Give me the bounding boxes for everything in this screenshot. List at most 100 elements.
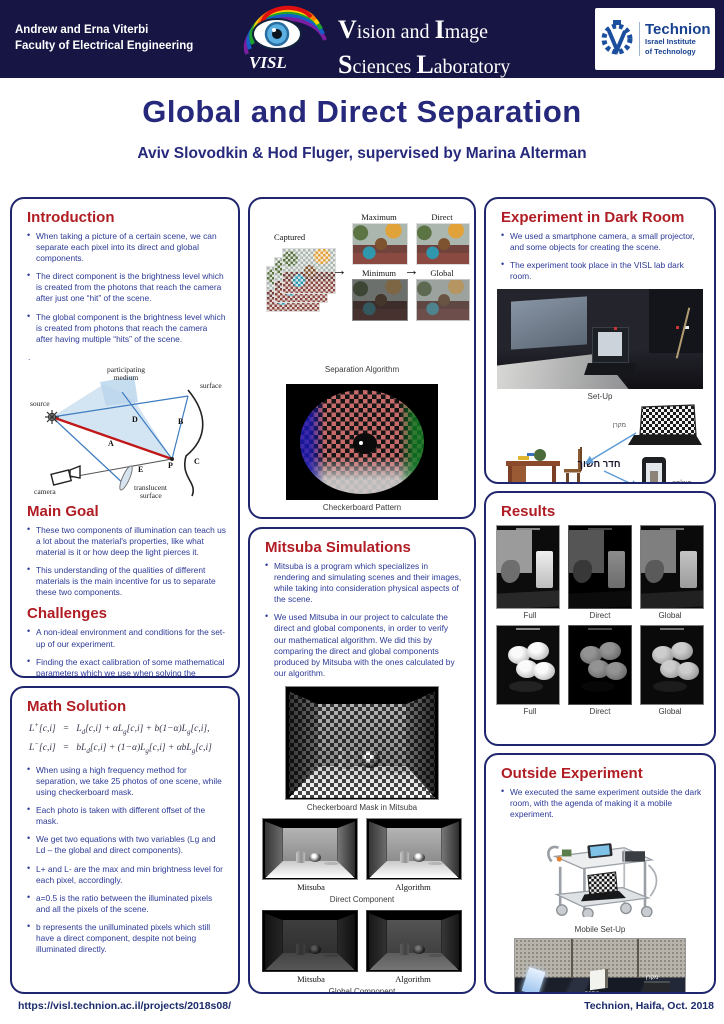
setup-illustration: אובייקטים חדר חשוך מקרן מצלמה (506, 404, 702, 482)
bullet: L+ and L- are the max and min brightness… (27, 863, 226, 886)
result-label: Full (523, 707, 537, 716)
equation-line2: L−[c,i] = bLd[c,i] + (1−α)Lg[c,i] + αbLg… (29, 739, 212, 755)
captured-label: Captured (274, 232, 306, 242)
introduction-heading: Introduction (27, 209, 115, 226)
trailing-dot: . (28, 351, 31, 362)
affiliation-text: Andrew and Erna Viterbi Faculty of Elect… (15, 22, 193, 54)
technion-sub2: of Technology (645, 46, 696, 56)
camera-icon (50, 464, 81, 486)
laptop-screen (591, 327, 629, 364)
bullet: The global component is the brightness l… (27, 311, 226, 345)
maximum-image (352, 223, 408, 265)
math-equations: L+[c,i] = Ld[c,i] + αLg[c,i] + b(1−α)Lg[… (29, 720, 228, 758)
mitsuba-label: Mitsuba (297, 973, 325, 984)
mask-label: מסכה (585, 991, 600, 992)
mask-card (589, 969, 609, 991)
result-global-image (640, 525, 704, 609)
technion-name: Technion (645, 21, 711, 39)
desk (506, 461, 560, 467)
bullet: These two components of illumination can… (27, 524, 226, 558)
affiliation-line1: Andrew and Erna Viterbi (15, 24, 149, 36)
direct-component-caption: Direct Component (329, 894, 395, 904)
panel-separation-algorithm: Captured → Maximum Minimum → Direct Glob… (248, 197, 476, 519)
direct-label: Direct (431, 212, 453, 222)
book (518, 456, 529, 461)
smartphone (642, 457, 666, 482)
technion-text: Technion Israel Institute of Technology (639, 22, 711, 56)
maximum-label: Maximum (361, 212, 397, 222)
mitsuba-direct-image (262, 817, 358, 880)
minimum-image (352, 279, 408, 321)
translucent-surface-shape (119, 465, 133, 491)
math-heading: Math Solution (27, 698, 127, 715)
mitsuba-label: Mitsuba (297, 881, 325, 892)
room-ball (360, 749, 381, 768)
global-component-pair (260, 909, 464, 972)
outside-photo: מצלמה מסכה מקרן (514, 938, 686, 992)
diagram-label: B (178, 417, 184, 426)
main-goal-bullets: These two components of illumination can… (22, 524, 228, 599)
lab-name-line2: Sciences Laboratory (338, 50, 511, 80)
mitsuba-global-image (262, 909, 358, 972)
diagram-label: medium (114, 373, 139, 382)
backpack (534, 449, 546, 462)
result-direct-image (568, 525, 632, 609)
mitsuba-bullets: Mitsuba is a program which specializes i… (260, 560, 464, 679)
minimum-label: Minimum (361, 268, 396, 278)
panel-mitsuba: Mitsuba Simulations Mitsuba is a program… (248, 527, 476, 994)
result-label: Direct (589, 611, 611, 620)
equation-line1: L+[c,i] = Ld[c,i] + αLg[c,i] + b(1−α)Lg[… (29, 721, 210, 737)
projector-label: מקרן (613, 422, 626, 429)
dark-room-bullets: We used a smartphone camera, a small pro… (496, 230, 704, 282)
dark-room-photo (497, 289, 703, 390)
dark-room-label: חדר חשוך (578, 459, 621, 470)
diagram-label: surface (140, 491, 162, 500)
footer-url: https://visl.technion.ac.il/projects/201… (18, 1000, 231, 1012)
visl-eye-logo: VISL (243, 5, 327, 72)
panel-outside-experiment: Outside Experiment We executed the same … (484, 753, 716, 994)
projector-device (644, 980, 670, 992)
diagram-label: surface (200, 381, 222, 390)
bullet: We get two equations with two variables … (27, 833, 226, 856)
bullet: When using a high frequency method for s… (27, 764, 226, 798)
projector-box (622, 851, 645, 862)
direct-ray (51, 415, 173, 460)
checkerboard-mask-image (285, 685, 439, 800)
diagram-label: participating (107, 365, 145, 374)
bullet: The direct component is the brightness l… (27, 270, 226, 304)
algorithm-label: Algorithm (395, 881, 431, 892)
challenges-heading: Challenges (27, 605, 108, 623)
mitsuba-heading: Mitsuba Simulations (265, 539, 411, 556)
direct-component-pair (260, 817, 464, 880)
checkerboard-pattern-image (286, 384, 438, 500)
challenges-bullets: A non-ideal environment and conditions f… (22, 626, 228, 676)
laptop-checker-screen (587, 871, 618, 896)
room-plate (384, 766, 410, 774)
bullet: Finding the exact calibration of some ma… (27, 656, 226, 676)
room-floor (289, 765, 435, 798)
algorithm-label: Algorithm (395, 973, 431, 984)
main-goal-heading: Main Goal (27, 502, 99, 520)
chair (564, 447, 582, 482)
lab-name-line1: Vision and Image (338, 15, 488, 44)
diagram-label: C (194, 457, 200, 466)
room-back-wall (317, 703, 407, 766)
green-object (561, 849, 572, 857)
panel-math-solution: Math Solution L+[c,i] = Ld[c,i] + αLg[c,… (10, 686, 240, 994)
algorithm-global-image (366, 909, 462, 972)
bullet: Each photo is taken with different offse… (27, 804, 226, 827)
diagram-label: P (168, 461, 173, 470)
outside-bullets: We executed the same experiment outside … (496, 786, 704, 820)
diagram-label: A (108, 439, 114, 448)
bullet: We executed the same experiment outside … (501, 786, 702, 820)
result-label: Global (658, 611, 682, 620)
bullet: We used a smartphone camera, a small pro… (501, 230, 702, 253)
source-star-icon (45, 409, 59, 424)
bullet: This understanding of the qualities of d… (27, 564, 226, 598)
arrow-right-icon: → (332, 262, 347, 279)
center-blob (352, 432, 378, 454)
separation-caption: Separation Algorithm (324, 365, 400, 374)
poster-authors: Aviv Slovodkin & Hod Fluger, supervised … (137, 145, 587, 162)
result-full-image (496, 525, 560, 609)
